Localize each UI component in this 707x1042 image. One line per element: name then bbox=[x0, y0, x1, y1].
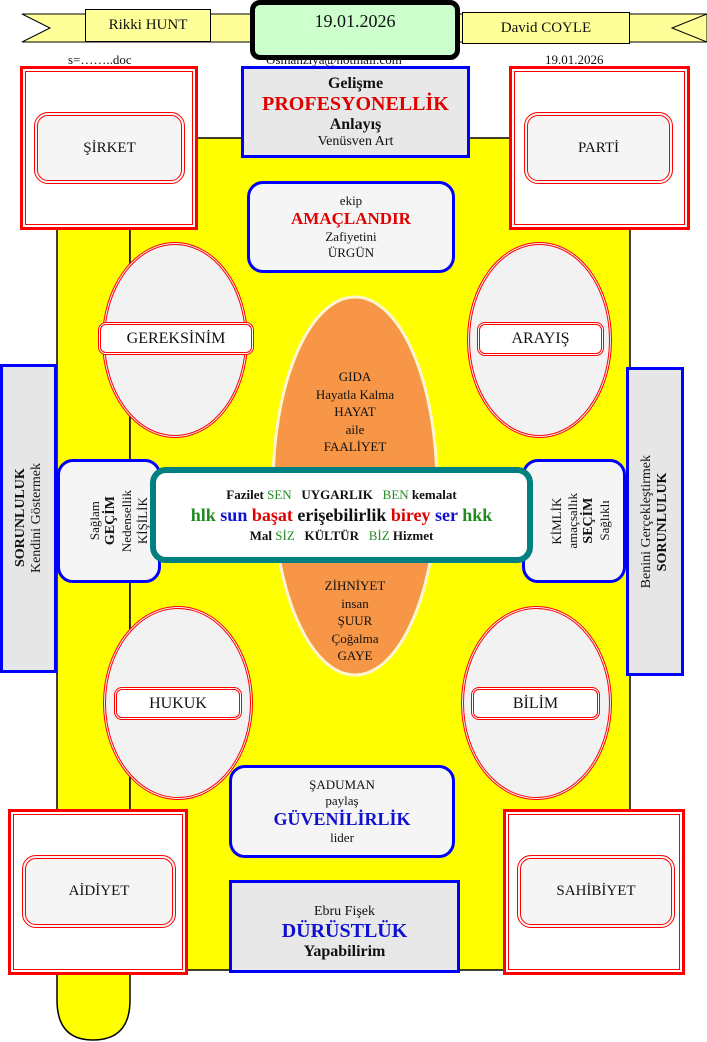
text: hlk bbox=[190, 504, 216, 525]
text: GÜVENİLİRLİK bbox=[273, 809, 411, 829]
text: Sağlam bbox=[87, 501, 102, 541]
text: Hayatla Kalma bbox=[315, 386, 395, 402]
right-name-box: David COYLE bbox=[462, 12, 630, 44]
bilim-label-box: BİLİM bbox=[471, 687, 600, 720]
text: FAALİYET bbox=[323, 439, 387, 454]
aidiyet-box: AİDİYET bbox=[22, 855, 176, 928]
arayis-label-box: ARAYIŞ bbox=[477, 322, 604, 356]
text: insan bbox=[341, 595, 369, 611]
text: Kendini Göstermek bbox=[28, 463, 44, 574]
text: SİZ bbox=[275, 527, 295, 543]
sub-date: 19.01.2026 bbox=[545, 52, 604, 67]
gereksinim-label: GEREKSİNİM bbox=[126, 329, 226, 347]
text: KİMLİK bbox=[549, 497, 564, 545]
left-sorunluluk-box: SORUNLULUK Kendini Göstermek bbox=[0, 364, 57, 673]
text: Nedensellik bbox=[119, 489, 134, 553]
gereksinim-label-box: GEREKSİNİM bbox=[98, 322, 254, 355]
text: ŞUUR bbox=[337, 613, 373, 628]
sirket-label: ŞİRKET bbox=[83, 139, 136, 156]
bilim-label: BİLİM bbox=[512, 694, 559, 712]
text: ÜRGÜN bbox=[327, 245, 375, 260]
text: ŞADUMAN bbox=[309, 777, 375, 792]
text: KİŞİLİK bbox=[135, 497, 150, 545]
text: ser bbox=[435, 504, 458, 525]
text: DÜRÜSTLÜK bbox=[281, 920, 408, 942]
sirket-box: ŞİRKET bbox=[34, 112, 185, 184]
text: PROFESYONELLİK bbox=[262, 92, 449, 115]
center-box: Fazilet SEN UYGARLIK BEN kemalat hlk sun… bbox=[150, 467, 533, 563]
text: SEN bbox=[267, 486, 292, 502]
aidiyet-label: AİDİYET bbox=[68, 883, 130, 899]
text: erişebilirlik bbox=[297, 504, 387, 525]
orange-bottom-text: ZİHNİYET insan ŞUUR Çoğalma GAYE bbox=[290, 577, 420, 665]
text: aile bbox=[345, 421, 365, 437]
header-date: 19.01.2026 bbox=[314, 11, 396, 31]
text: Hizmet bbox=[392, 527, 434, 543]
right-name: David COYLE bbox=[500, 19, 592, 36]
text: KÜLTÜR bbox=[304, 527, 359, 543]
center-row-1: Fazilet SEN UYGARLIK BEN kemalat bbox=[226, 487, 456, 503]
text: Çoğalma bbox=[331, 630, 379, 646]
text: Benini Gerçekleştirmek bbox=[639, 454, 654, 589]
text: ZİHNİYET bbox=[324, 578, 386, 593]
text: Ebru Fişek bbox=[313, 904, 376, 919]
hukuk-label-box: HUKUK bbox=[114, 687, 242, 720]
date-box: 19.01.2026 bbox=[250, 0, 460, 60]
left-name-box: Rikki HUNT bbox=[85, 9, 211, 42]
left-name: Rikki HUNT bbox=[108, 17, 188, 33]
text: kemalat bbox=[411, 486, 457, 502]
text: GEÇİM bbox=[103, 496, 118, 546]
text: AMAÇLANDIR bbox=[291, 209, 411, 228]
text: Sağlıklı bbox=[597, 500, 612, 542]
text: SEÇİM bbox=[581, 498, 596, 544]
text: Fazilet bbox=[226, 486, 264, 502]
parti-label: PARTİ bbox=[577, 139, 620, 156]
center-row-2: hlk sun başat erişebilirlik birey ser hk… bbox=[191, 505, 492, 526]
text: Yapabilirim bbox=[303, 943, 386, 960]
text: Mal bbox=[249, 527, 273, 543]
text: GAYE bbox=[337, 648, 373, 663]
right-sorunluluk-box: Benini Gerçekleştirmek SORUNLULUK bbox=[626, 367, 684, 676]
sahibiyet-box: SAHİBİYET bbox=[517, 855, 675, 928]
text: BEN bbox=[382, 486, 409, 502]
arayis-label: ARAYIŞ bbox=[511, 330, 570, 347]
center-row-3: Mal SİZ KÜLTÜR BİZ Hizmet bbox=[250, 528, 434, 544]
text: birey bbox=[390, 504, 431, 525]
text: lider bbox=[330, 830, 354, 845]
text: ekip bbox=[339, 193, 363, 208]
hukuk-label: HUKUK bbox=[149, 694, 207, 712]
sahibiyet-label: SAHİBİYET bbox=[556, 883, 636, 899]
orange-top-text: GIDA Hayatla Kalma HAYAT aile FAALİYET bbox=[290, 368, 420, 456]
email: Osmanziya@hotmail.com bbox=[266, 52, 402, 67]
text: paylaş bbox=[325, 793, 359, 808]
parti-box: PARTİ bbox=[524, 112, 673, 184]
amaclandir-box: ekip AMAÇLANDIR Zafiyetini ÜRGÜN bbox=[247, 181, 455, 273]
profesyonellik-box: Gelişme PROFESYONELLİK Anlayış Venüsven … bbox=[241, 66, 470, 158]
text: Zafiyetini bbox=[325, 229, 377, 244]
text: sun bbox=[220, 504, 248, 525]
gecim-box: Sağlam GEÇİM Nedensellik KİŞİLİK bbox=[57, 459, 161, 583]
text: başat bbox=[251, 504, 293, 525]
text: SORUNLULUK bbox=[655, 472, 670, 571]
text: Gelişme bbox=[327, 74, 384, 92]
secim-box: KİMLİK amaçsallık SEÇİM Sağlıklı bbox=[522, 459, 626, 583]
guvenilirlik-box: ŞADUMAN paylaş GÜVENİLİRLİK lider bbox=[229, 765, 455, 858]
text: amaçsallık bbox=[565, 493, 580, 549]
text: HAYAT bbox=[334, 404, 376, 419]
text: BİZ bbox=[368, 527, 390, 543]
text: UYGARLIK bbox=[301, 486, 373, 502]
doc-ref: s=……..doc bbox=[68, 52, 132, 67]
text: hkk bbox=[462, 504, 493, 525]
text: Anlayış bbox=[329, 115, 382, 133]
text: SORUNLULUK bbox=[12, 469, 28, 568]
text: Venüsven Art bbox=[317, 133, 394, 149]
durustluk-box: Ebru Fişek DÜRÜSTLÜK Yapabilirim bbox=[229, 880, 460, 973]
text: GIDA bbox=[338, 369, 372, 384]
